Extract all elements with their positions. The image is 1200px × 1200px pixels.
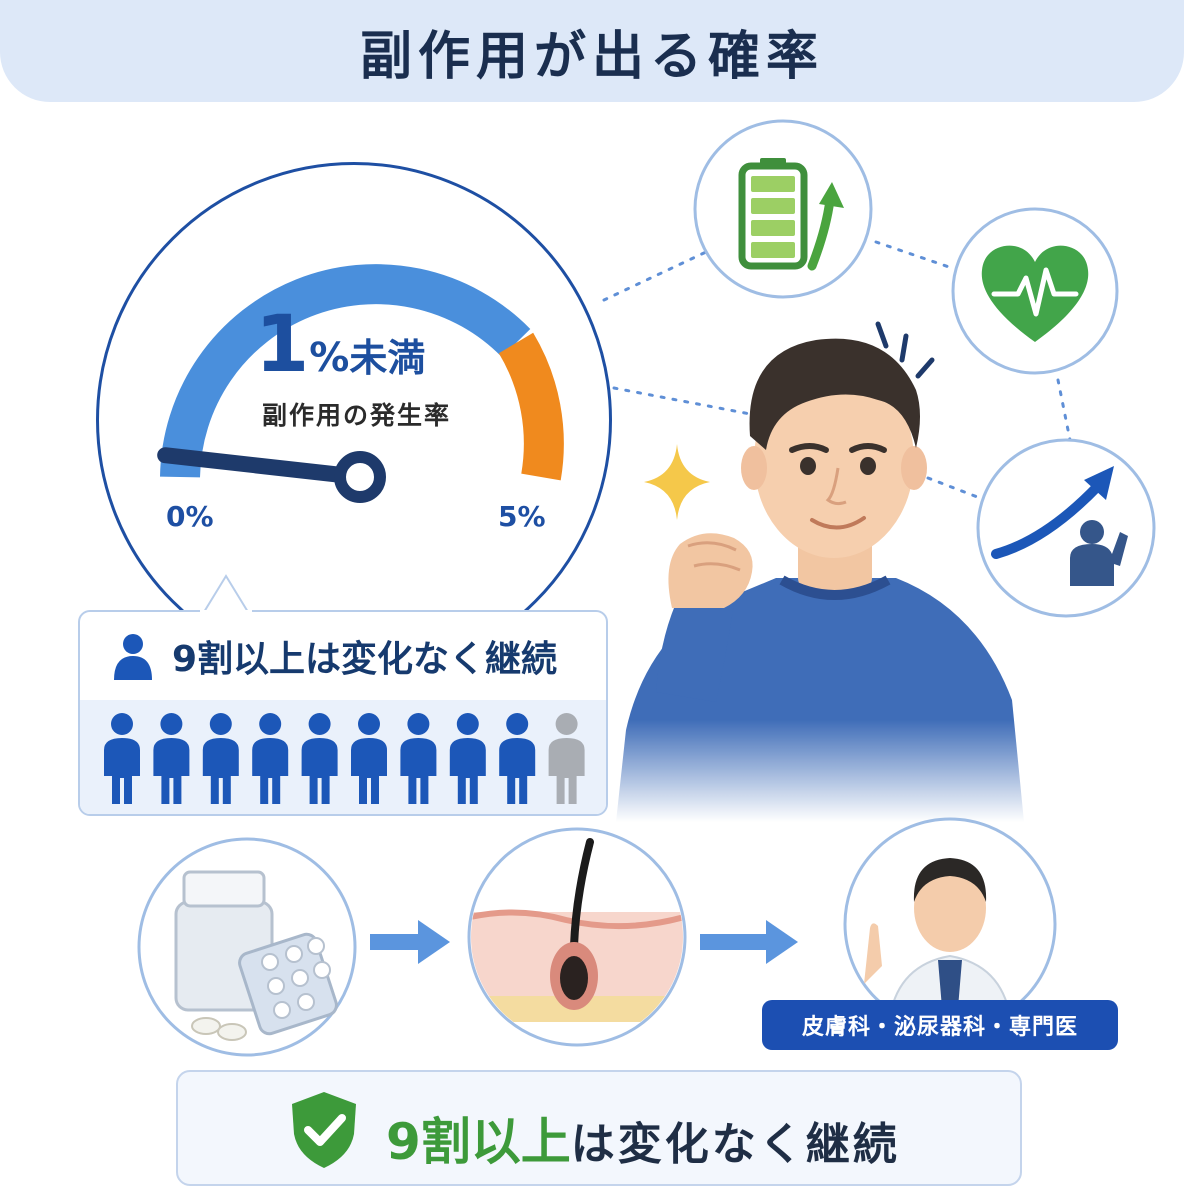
banner-rest: は変化なく継続 xyxy=(570,1119,900,1170)
person-figure-highlighted xyxy=(400,713,437,804)
gauge-warning-segment xyxy=(498,332,564,481)
rate-label: 副作用の発生率 xyxy=(262,401,452,430)
gauge-min-label: 0% xyxy=(166,500,214,533)
people-card: 9割以上は変化なく継続 xyxy=(78,610,608,816)
sparkle-icon xyxy=(644,444,710,520)
gauge-hub xyxy=(334,451,386,503)
person-icon xyxy=(114,634,152,680)
bottom-banner: 9割以上は変化なく継続 xyxy=(176,1070,1022,1186)
battery-icon xyxy=(693,119,873,299)
person-figure-highlighted xyxy=(153,713,190,804)
side-effect-rate: 1%未満 xyxy=(255,300,425,390)
arrow-right-icon xyxy=(370,920,450,964)
person-figure-highlighted xyxy=(449,713,486,804)
person-figure-highlighted xyxy=(499,713,536,804)
people-row xyxy=(104,713,585,804)
banner-message: 9割以上は変化なく継続 xyxy=(386,1102,900,1174)
person-figure-highlighted xyxy=(202,713,239,804)
rate-percent: % xyxy=(309,335,350,381)
medicine-bottle-icon xyxy=(137,837,357,1057)
person-figure-highlighted xyxy=(104,713,140,804)
banner-highlight: 9割以上 xyxy=(386,1113,571,1171)
person-figure-highlighted xyxy=(351,713,387,804)
gauge-needle xyxy=(157,447,368,485)
rate-suffix: 未満 xyxy=(349,336,426,380)
shield-check-icon xyxy=(292,1092,356,1168)
doctor-badge: 皮膚科・泌尿器科・専門医 xyxy=(762,1000,1118,1050)
people-headline: 9割以上は変化なく継続 xyxy=(172,639,558,680)
arrow-right-icon xyxy=(700,920,798,964)
hair-follicle-icon xyxy=(467,827,687,1047)
title-bar: 副作用が出る確率 xyxy=(0,0,1184,102)
speech-tail xyxy=(200,574,252,614)
gauge-arc xyxy=(160,264,531,478)
person-figure-other xyxy=(548,713,585,804)
gauge-icon xyxy=(157,264,564,503)
rate-number: 1 xyxy=(255,300,310,390)
person-figure-highlighted xyxy=(301,713,338,804)
page-title: 副作用が出る確率 xyxy=(359,26,824,87)
person-figure-highlighted xyxy=(252,713,289,804)
man-illustration xyxy=(616,310,1036,822)
gauge-max-label: 5% xyxy=(498,500,546,533)
